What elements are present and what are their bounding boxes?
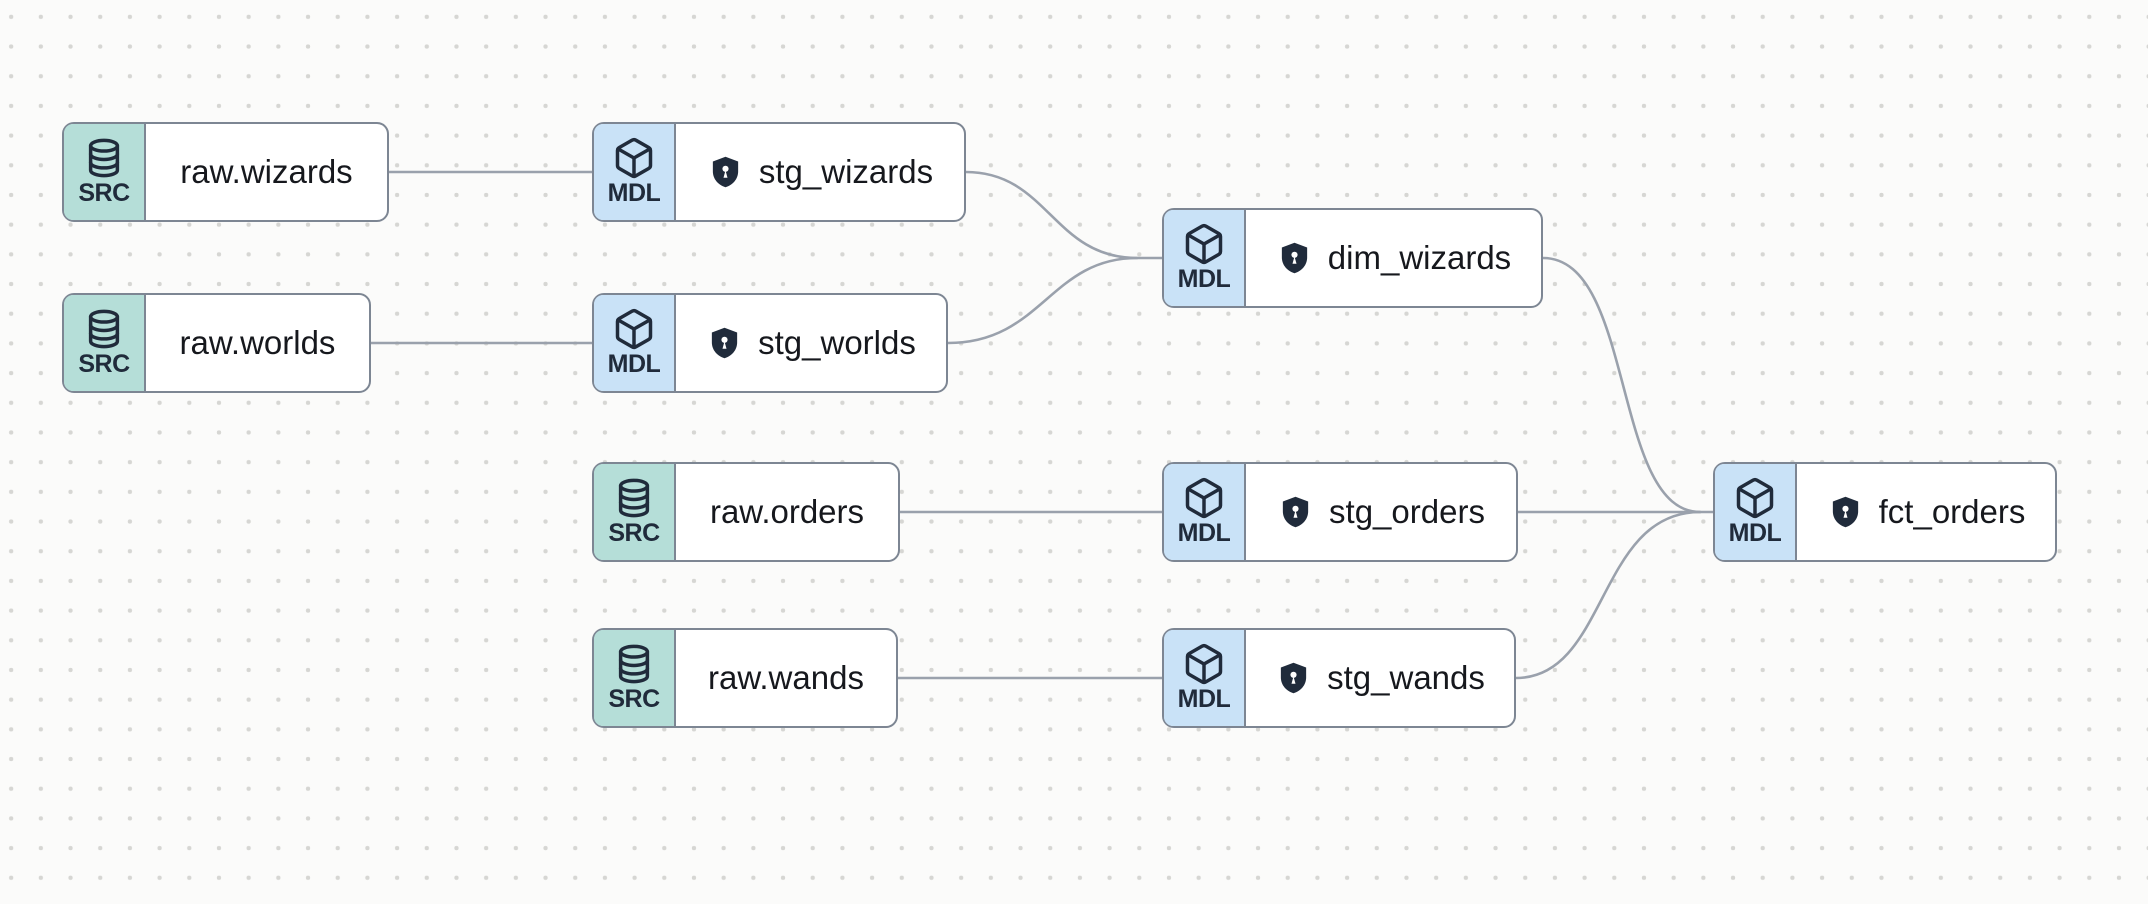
database-icon <box>612 476 656 520</box>
shield-lock-icon <box>707 154 744 191</box>
source-type-badge: SRC <box>64 124 146 220</box>
node-body: raw.wizards <box>146 124 387 220</box>
node-label: stg_wands <box>1327 659 1485 696</box>
badge-label: MDL <box>1728 519 1782 547</box>
node-label: raw.wizards <box>180 153 353 190</box>
node-label: raw.worlds <box>179 324 336 361</box>
node-body: stg_orders <box>1246 464 1516 560</box>
node-body: stg_wizards <box>676 124 964 220</box>
model-type-badge: MDL <box>1715 464 1797 560</box>
model-type-badge: MDL <box>1164 464 1246 560</box>
node-body: raw.worlds <box>146 295 369 391</box>
model-type-badge: MDL <box>1164 210 1246 306</box>
node-label: dim_wizards <box>1327 239 1512 276</box>
node-fct-orders[interactable]: MDL fct_orders <box>1713 462 2057 562</box>
node-body: fct_orders <box>1797 464 2055 560</box>
cube-icon <box>1182 222 1226 266</box>
edge-stg_wands-fct_orders <box>1514 510 1702 680</box>
badge-label: SRC <box>78 179 130 207</box>
model-type-badge: MDL <box>594 295 676 391</box>
node-raw-orders[interactable]: SRC raw.orders <box>592 462 900 562</box>
badge-label: SRC <box>78 350 130 378</box>
node-raw-worlds[interactable]: SRC raw.worlds <box>62 293 371 393</box>
node-label: stg_orders <box>1329 493 1485 530</box>
edge-stg_worlds-dim_wizards <box>946 256 1139 345</box>
shield-lock-icon <box>1827 494 1864 531</box>
node-body: raw.orders <box>676 464 898 560</box>
node-raw-wands[interactable]: SRC raw.wands <box>592 628 898 728</box>
node-label: raw.wands <box>708 659 864 696</box>
node-raw-wizards[interactable]: SRC raw.wizards <box>62 122 389 222</box>
node-stg-wizards[interactable]: MDL stg_wizards <box>592 122 966 222</box>
node-label: raw.orders <box>709 493 865 530</box>
badge-label: MDL <box>1177 519 1231 547</box>
shield-lock-icon <box>1277 494 1314 531</box>
node-label: stg_wizards <box>758 153 934 190</box>
node-stg-worlds[interactable]: MDL stg_worlds <box>592 293 948 393</box>
node-label: fct_orders <box>1878 493 2026 530</box>
model-type-badge: MDL <box>594 124 676 220</box>
cube-icon <box>612 307 656 351</box>
badge-label: MDL <box>1177 265 1231 293</box>
node-body: stg_worlds <box>676 295 946 391</box>
badge-label: MDL <box>607 179 661 207</box>
source-type-badge: SRC <box>594 630 676 726</box>
node-body: raw.wands <box>676 630 896 726</box>
shield-lock-icon <box>1275 660 1312 697</box>
cube-icon <box>612 136 656 180</box>
badge-label: SRC <box>608 685 660 713</box>
edge-dim_wizards-fct_orders <box>1541 256 1702 514</box>
database-icon <box>612 642 656 686</box>
badge-label: SRC <box>608 519 660 547</box>
source-type-badge: SRC <box>594 464 676 560</box>
source-type-badge: SRC <box>64 295 146 391</box>
node-body: stg_wands <box>1246 630 1514 726</box>
node-label: stg_worlds <box>758 324 916 361</box>
cube-icon <box>1733 476 1777 520</box>
cube-icon <box>1182 642 1226 686</box>
database-icon <box>82 136 126 180</box>
edge-stg_wizards-dim_wizards <box>964 170 1164 260</box>
node-dim-wizards[interactable]: MDL dim_wizards <box>1162 208 1543 308</box>
cube-icon <box>1182 476 1226 520</box>
badge-label: MDL <box>607 350 661 378</box>
node-stg-orders[interactable]: MDL stg_orders <box>1162 462 1518 562</box>
shield-lock-icon <box>1276 240 1313 277</box>
node-body: dim_wizards <box>1246 210 1541 306</box>
shield-lock-icon <box>706 325 743 362</box>
model-type-badge: MDL <box>1164 630 1246 726</box>
database-icon <box>82 307 126 351</box>
node-stg-wands[interactable]: MDL stg_wands <box>1162 628 1516 728</box>
badge-label: MDL <box>1177 685 1231 713</box>
